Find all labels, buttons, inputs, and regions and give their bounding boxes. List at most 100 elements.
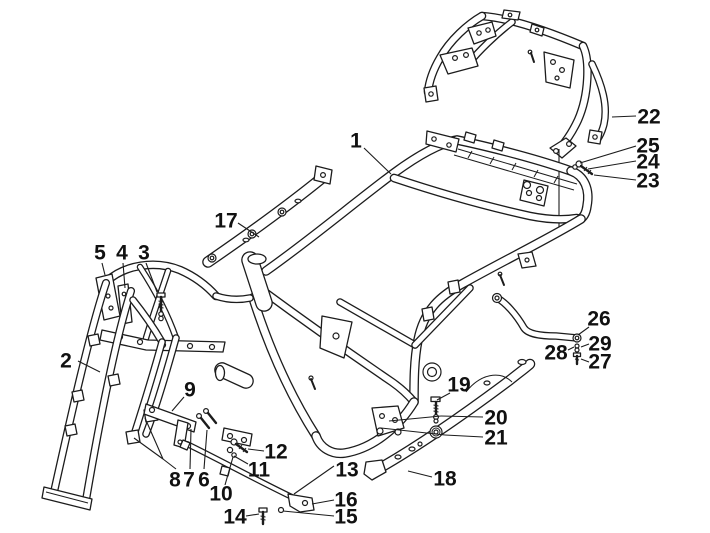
leader-line-18 [407,470,433,478]
bracket-strap [493,294,581,342]
leader-line-3 [145,262,158,293]
callout-label-9: 9 [184,379,196,402]
rack-left-arm [425,13,485,95]
neck-right-rail [83,288,134,503]
callout-26: 26 [577,308,611,336]
callout-label-19: 19 [447,374,470,397]
callout-17: 17 [214,210,260,238]
leader-line-12 [247,448,265,452]
floor-rail-holes [394,358,527,460]
frame-brace-a [337,299,418,348]
screw-14 [258,507,268,526]
leader-line-5 [101,262,106,276]
callout-label-8: 8 [169,469,181,492]
callout-label-25: 25 [636,135,660,158]
callout-label-15: 15 [334,506,358,529]
callout-label-7: 7 [183,469,195,492]
callout-4: 4 [116,242,128,289]
neck-foot-line [45,491,89,504]
steering-head-top [247,253,267,265]
callout-label-14: 14 [223,506,247,529]
frame-rear-cap [567,167,592,224]
callout-label-4: 4 [116,242,128,265]
washers-29 [574,343,580,353]
leader-line-6 [203,429,208,470]
frame-inner-rail [391,175,580,223]
bolt-thread-b [587,169,592,175]
callout-label-26: 26 [587,308,610,331]
bolt-12 [230,438,249,454]
leader-line-10 [224,456,234,486]
floor-rail-hook [363,459,387,481]
callout-label-18: 18 [433,468,457,491]
leader-line-19 [436,392,451,401]
callout-label-23: 23 [636,170,659,193]
leader-line-11 [233,455,249,465]
callout-label-1: 1 [350,130,362,153]
rack-holes [428,12,598,155]
callout-16: 16 [311,489,358,512]
callout-21: 21 [380,427,508,450]
callout-label-28: 28 [544,342,568,365]
callout-label-24: 24 [636,151,660,174]
leader-line-21 [380,427,446,436]
foot-hole [301,499,309,507]
neck-left-rail [51,280,109,495]
stand-bar-artwork [179,439,315,526]
bracket-strap [494,295,580,341]
pivot-hole-b [240,436,248,444]
callout-5: 5 [94,242,106,276]
callout-7: 7 [183,428,195,492]
stay-hole-left [148,406,156,414]
callout-8: 8 [133,417,181,492]
screws-6 [196,408,218,430]
saddle-rail-holes [207,172,327,263]
callout-label-10: 10 [209,483,232,506]
callout-label-13: 13 [335,459,358,482]
callout-11: 11 [233,455,270,482]
callout-label-21: 21 [484,427,508,450]
leader-line-14 [245,513,260,517]
subframe-link-tube [213,293,253,302]
neck-rear-leg-a [130,339,165,441]
leader-line-2 [77,360,101,373]
frame-plates [319,130,549,437]
leader-line-8 [133,437,164,460]
callout-3: 3 [138,242,158,293]
screw-27 [572,352,582,366]
leader-line-27 [580,358,590,363]
frame-rear-lower-tube [410,215,585,406]
callout-23: 23 [593,170,660,193]
callout-label-6: 6 [198,469,210,492]
seat-channel [453,148,578,191]
leader-line-22 [611,115,637,118]
leader-line-25 [579,145,637,164]
leader-line-4 [122,262,126,289]
rack-top-tube [479,13,586,49]
screw-19 [430,396,441,424]
callout-25: 25 [579,135,660,164]
pivot-hole-a [226,432,234,440]
stand-bar-left-end [179,439,191,451]
callout-12: 12 [247,441,288,464]
callout-27: 27 [580,351,612,374]
neck-rear-leg-b [143,335,179,437]
leader-line-24 [587,160,637,170]
screw-3 [156,292,166,322]
callout-label-22: 22 [637,106,660,129]
callout-28: 28 [544,342,575,365]
leader-line-20 [388,415,442,422]
engine-mount-lug [215,363,253,388]
main-frame-artwork [214,130,593,459]
callout-label-2: 2 [60,350,72,373]
callout-label-20: 20 [484,407,507,430]
subframe-brace-b [144,269,170,340]
callout-label-16: 16 [334,489,357,512]
saddle-rail-bar [203,173,327,267]
frame-mid-tube [259,287,417,405]
callout-24: 24 [587,151,660,174]
frame-down-tube [249,294,320,440]
callout-22: 22 [611,106,661,129]
